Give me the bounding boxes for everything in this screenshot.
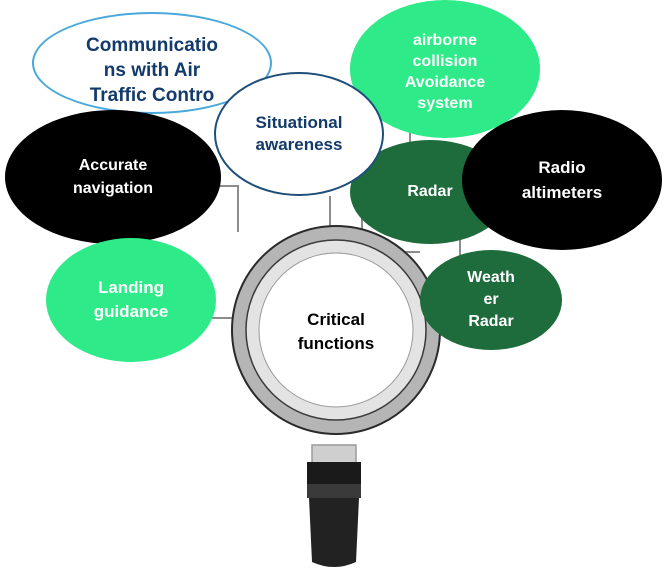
lens-glass (258, 252, 414, 408)
node-situational-awareness: Situational awareness (214, 72, 384, 196)
node-accurate-navigation-label: Accurate navigation (72, 157, 153, 197)
node-radar-label: Radar (407, 183, 453, 200)
node-accurate-navigation: Accurate navigation (5, 110, 221, 244)
glass-handle-collar (307, 462, 361, 484)
glass-handle-grip (309, 498, 359, 567)
node-communications-atc: Communicatio ns with Air Traffic Contro (32, 12, 272, 114)
node-radio-altimeters: Radio altimeters (462, 110, 662, 250)
glass-handle-band (307, 484, 361, 498)
node-landing-guidance: Landing guidance (46, 238, 216, 362)
node-situational-awareness-label: Situational awareness (255, 113, 343, 154)
magnifying-glass-icon (231, 225, 441, 567)
node-acas-label: airborne collision Avoidance system (404, 32, 486, 112)
node-communications-atc-label: Communicatio ns with Air Traffic Contro (86, 34, 218, 106)
center-label: Critical functions (297, 310, 375, 353)
node-acas: airborne collision Avoidance system (350, 0, 540, 138)
node-landing-guidance-label: Landing guidance (93, 278, 169, 321)
node-weather-radar-label: Weath er Radar (467, 269, 515, 330)
node-radio-altimeters-label: Radio altimeters (521, 158, 603, 202)
node-weather-radar: Weath er Radar (420, 250, 562, 350)
